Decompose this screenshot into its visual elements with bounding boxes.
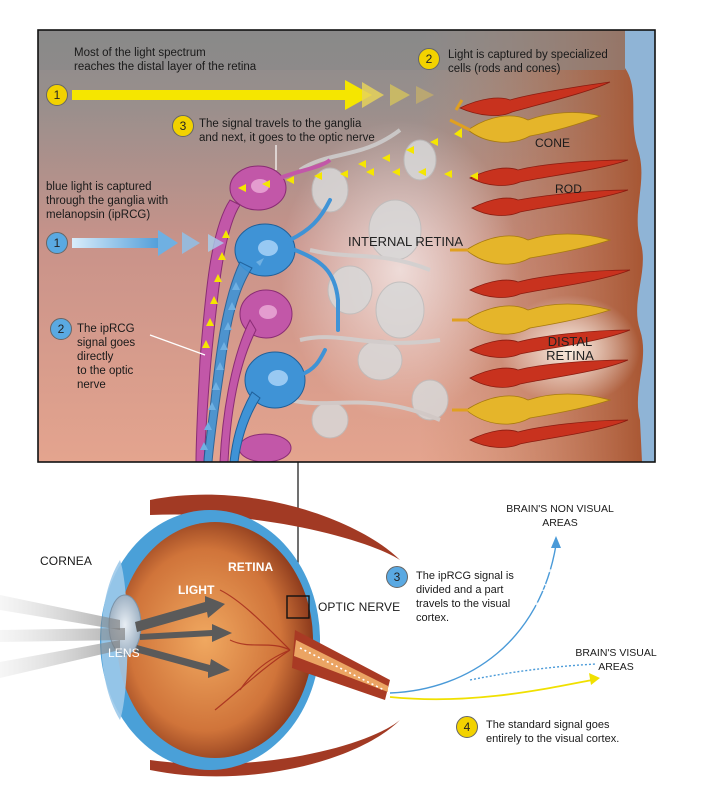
nonvisual-areas-label: BRAIN'S NON VISUAL AREAS xyxy=(506,503,614,529)
light-label: LIGHT xyxy=(178,583,215,597)
blue-light-label: blue light is captured through the gangl… xyxy=(46,181,169,221)
badge-step1-blue: 1 xyxy=(46,232,68,254)
internal-retina-label: INTERNAL RETINA xyxy=(348,234,464,249)
badge-step1-yellow: 1 xyxy=(46,84,68,106)
step1-label: Most of the light spectrum reaches the d… xyxy=(74,47,257,73)
step3-label: The signal travels to the ganglia and ne… xyxy=(199,118,375,144)
badge-step2-blue: 2 xyxy=(50,318,72,340)
badge-step2-yellow: 2 xyxy=(418,48,440,70)
signal-pathways xyxy=(389,536,600,701)
watermark-text: VCG211456603624 xyxy=(568,586,665,598)
watermark-logo xyxy=(525,568,565,608)
badge-step4-yellow: 4 xyxy=(456,716,478,738)
blue-signal-path xyxy=(200,258,264,450)
photoreceptors xyxy=(449,81,631,448)
light-beams xyxy=(0,595,125,678)
badge-step3-yellow: 3 xyxy=(172,115,194,137)
step2-label: Light is captured by specialized cells (… xyxy=(448,49,608,75)
distal-retina-label: DISTAL RETINA xyxy=(546,334,594,363)
rod-label: ROD xyxy=(555,182,582,196)
light-spectrum-arrow xyxy=(72,80,434,110)
lens-label: LENS xyxy=(108,646,140,660)
ganglion-cells xyxy=(195,158,340,463)
yellow-signal-path xyxy=(202,128,478,348)
blue-light-arrow xyxy=(72,230,224,256)
cone-label: CONE xyxy=(535,136,571,150)
inset-panel xyxy=(37,29,656,463)
step2b-label: The ipRCG signal goes directly to the op… xyxy=(77,323,136,391)
visual-areas-label: BRAIN'S VISUAL AREAS xyxy=(575,647,657,673)
cornea-label: CORNEA xyxy=(40,554,92,568)
pathway-step3-label: The ipRCG signal is divided and a part t… xyxy=(416,570,514,624)
retina-label: RETINA xyxy=(228,560,274,574)
watermark-logo-text: VCG xyxy=(532,582,556,594)
pathway-step4-label: The standard signal goes entirely to the… xyxy=(486,719,620,745)
eye-illustration xyxy=(0,494,400,777)
step2b-leader xyxy=(149,334,206,356)
badge-step3-blue: 3 xyxy=(386,566,408,588)
optic-nerve-label: OPTIC NERVE xyxy=(318,600,401,614)
